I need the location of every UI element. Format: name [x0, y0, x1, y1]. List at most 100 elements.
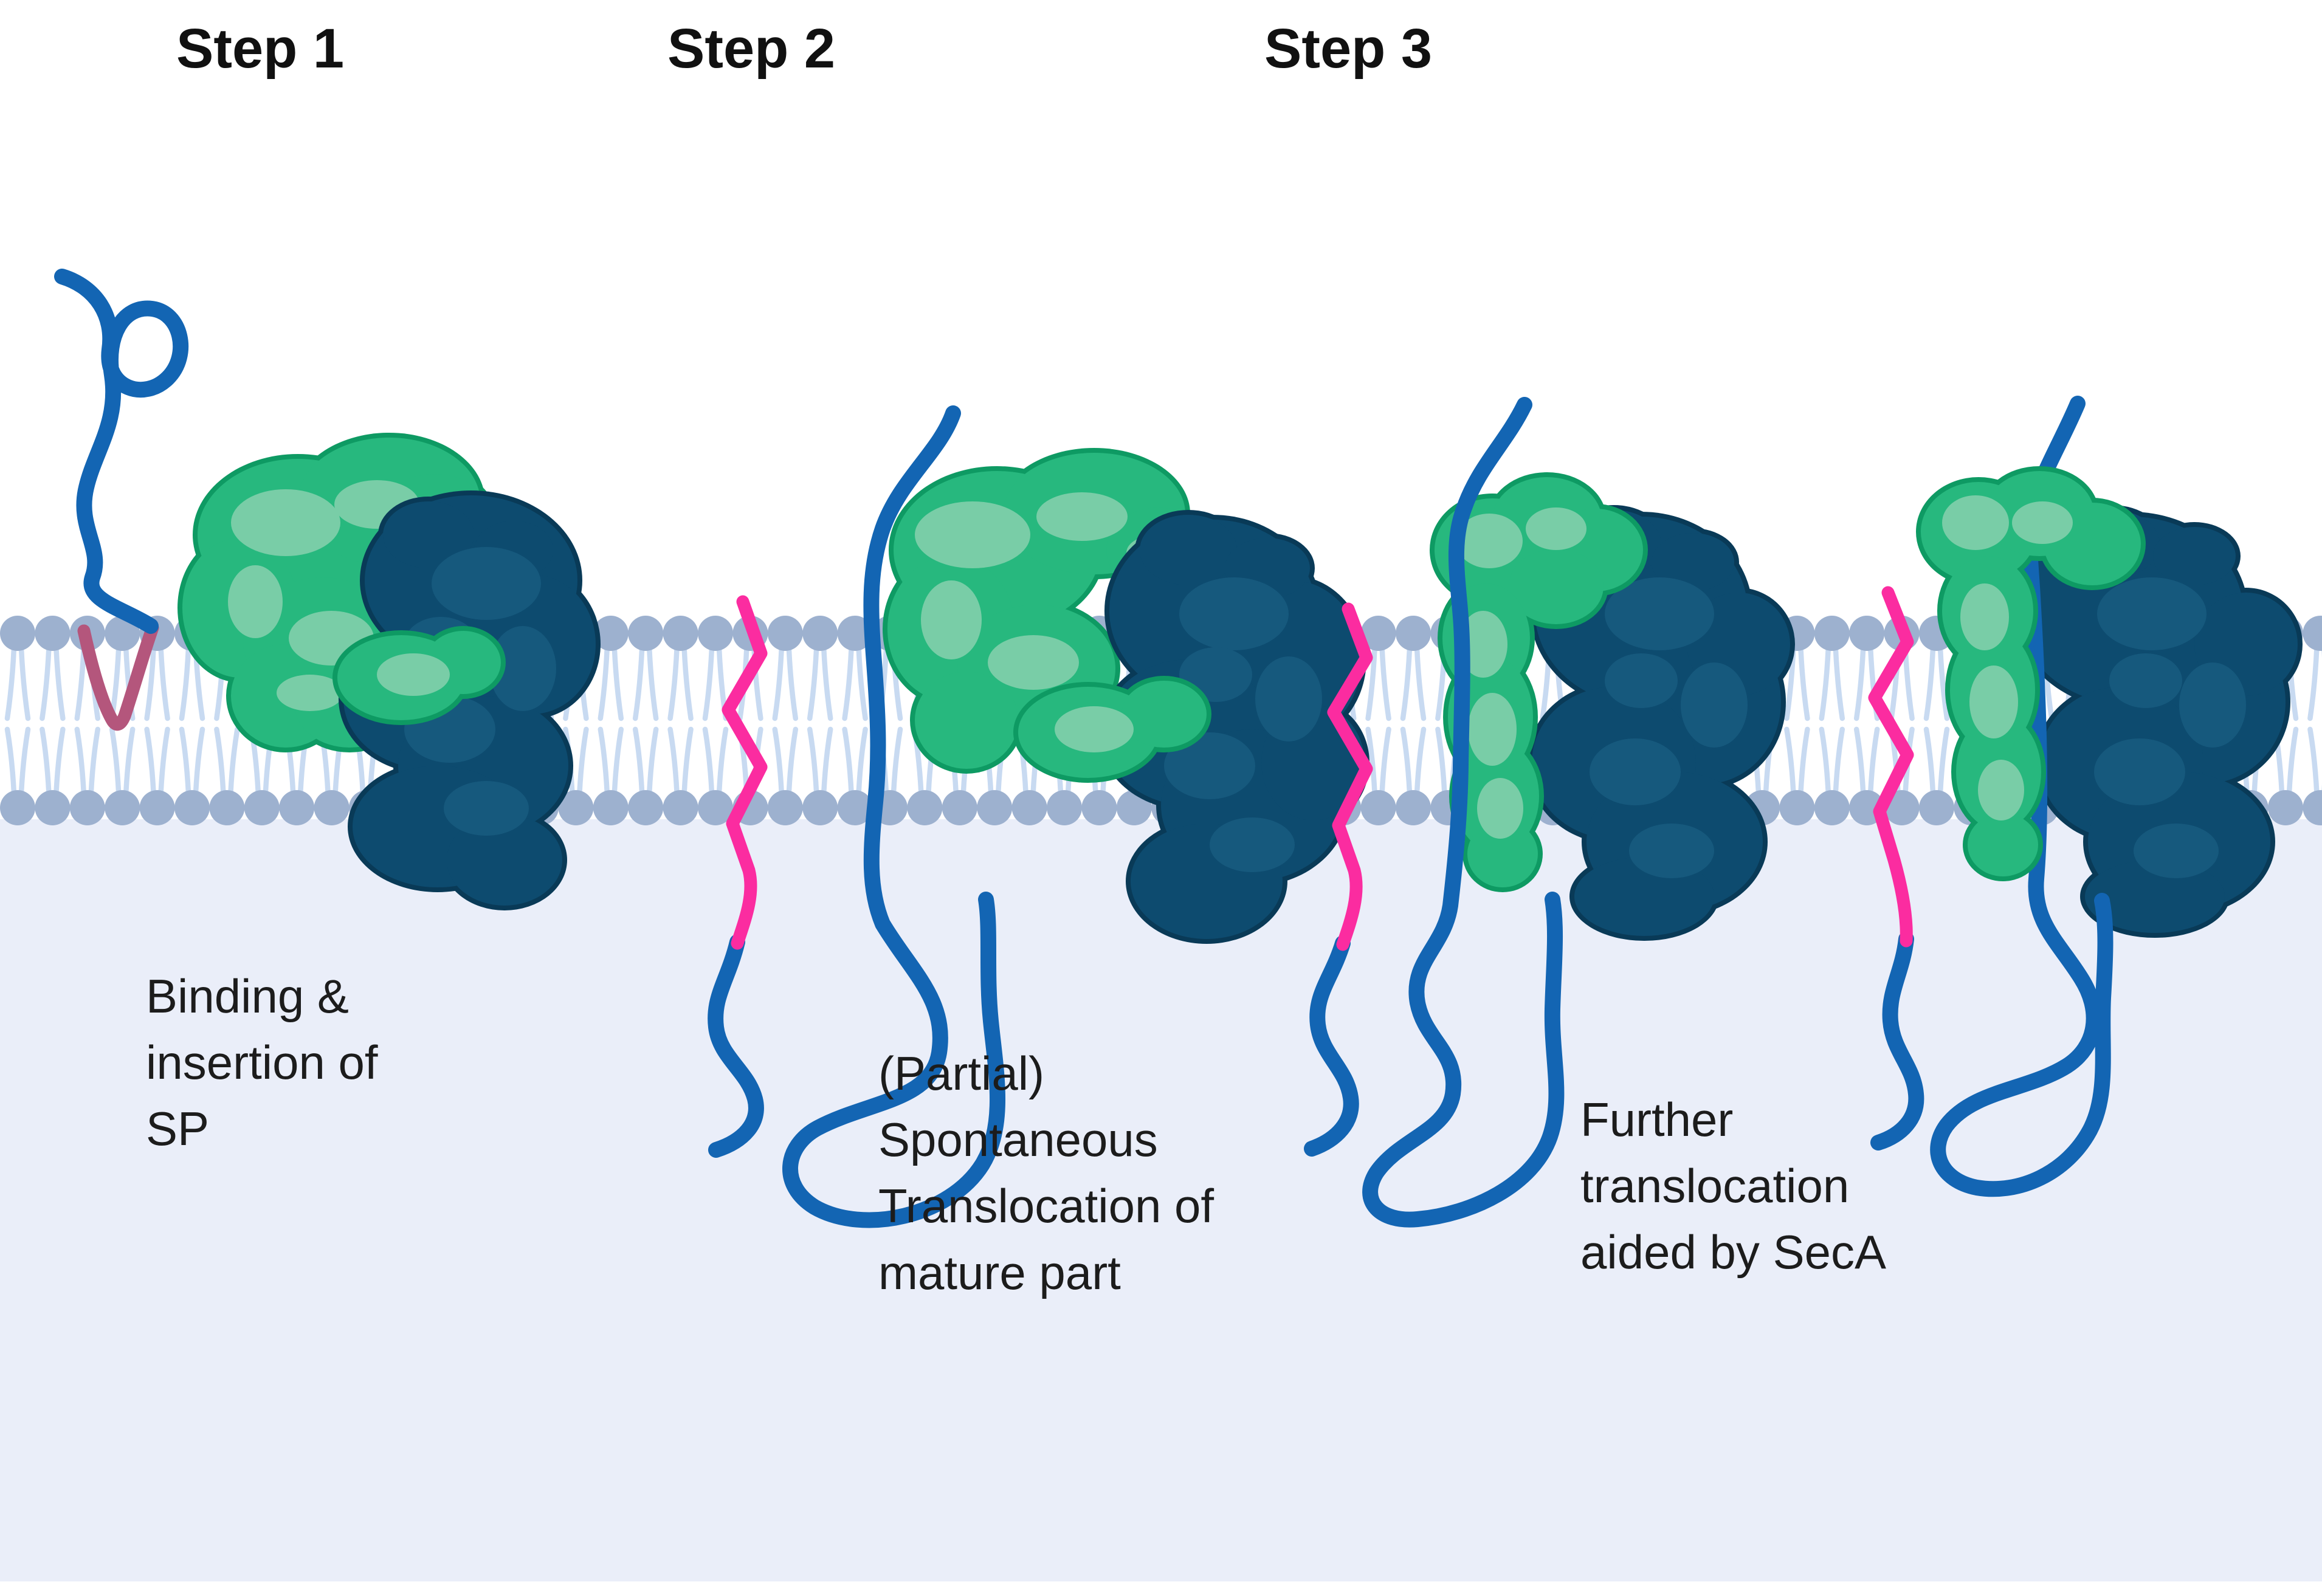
lipid-tail [632, 726, 645, 796]
lipid-tail [646, 645, 659, 721]
navy-channel-highlight [1681, 662, 1748, 748]
lipid-head [1849, 616, 1885, 651]
lipid-tail [612, 726, 624, 796]
lipid-tail [74, 726, 87, 796]
lipid-tail [40, 726, 52, 796]
lipid-tail [1798, 645, 1810, 721]
lipid-head [802, 616, 838, 651]
lipid-tail [807, 645, 819, 721]
lipid-tail [667, 645, 680, 721]
step-2-label: Step 2 [667, 18, 836, 80]
lipid-head [35, 616, 71, 651]
lipid-head [628, 790, 664, 825]
step-3-caption: Further translocation aided by SecA [1580, 1093, 1887, 1279]
lipid-tail [842, 726, 854, 796]
protein-complex-step2 [883, 448, 1369, 944]
lipid-tail [144, 645, 156, 721]
lipid-tail [1937, 726, 1950, 796]
lipid-tail [1853, 726, 1866, 796]
navy-channel-highlight [1179, 577, 1289, 650]
lipid-tail [786, 645, 799, 721]
green-subunit-body [1509, 549, 1604, 624]
lipid-tail [598, 645, 610, 721]
lipid-tail [179, 726, 191, 796]
lipid-tail [1853, 645, 1866, 721]
navy-channel-highlight [1210, 817, 1295, 872]
navy-channel-body [2085, 860, 2225, 933]
navy-channel-highlight [489, 626, 556, 711]
lipid-head [837, 790, 873, 825]
lipid-tail [702, 645, 715, 721]
lipid-tail [1365, 726, 1377, 796]
lipid-tail [1923, 726, 1936, 796]
signal-peptide-step1-maroon-V [77, 621, 159, 731]
green-subunit-body [915, 672, 1018, 769]
lipid-head [209, 790, 245, 825]
lipid-tail [214, 726, 226, 796]
lipid-tail [40, 645, 52, 721]
lipid-tail [53, 645, 66, 721]
lipid-head [279, 790, 315, 825]
lipid-head [2303, 790, 2322, 825]
green-subunit-highlight [277, 675, 343, 711]
signal-peptide-step2 [722, 595, 768, 950]
lipid-tail [1903, 645, 1915, 721]
lipid-tail [1379, 645, 1391, 721]
lipid-head [663, 616, 698, 651]
step-1-caption: Binding & insertion of SP [146, 969, 378, 1156]
green-subunit-body [1968, 813, 2038, 876]
lipid-tail [842, 645, 854, 721]
lipid-head [1360, 790, 1396, 825]
lipid-tail [1784, 726, 1796, 796]
lipid-head [1360, 616, 1396, 651]
navy-channel-highlight [1255, 656, 1322, 741]
green-subunit-highlight [1978, 760, 2024, 820]
lipid-head [593, 616, 629, 651]
step-1-label: Step 1 [176, 18, 345, 80]
lipid-head [1884, 790, 1920, 825]
navy-channel-highlight [2134, 824, 2219, 878]
protein-complex-step3a [1430, 472, 1795, 941]
green-subunit-highlight [915, 501, 1030, 568]
protein-complex-step3b-green-subunit [1916, 466, 2146, 881]
lipid-head [1814, 616, 1850, 651]
green-subunit-highlight [228, 565, 283, 638]
green-subunit-highlight [1960, 583, 2009, 650]
lipid-head [663, 790, 698, 825]
lipid-tail [612, 645, 624, 721]
lipid-head [69, 790, 105, 825]
navy-channel-body [1140, 515, 1237, 585]
lipid-head [767, 790, 803, 825]
polypeptide-chain-step3b-tail [1870, 931, 1924, 1151]
lipid-tail [681, 645, 694, 721]
lipid-head [837, 616, 873, 651]
lipid-tail [53, 726, 66, 796]
polypeptide-chain-step2 [782, 405, 1005, 1228]
lipid-tail [228, 726, 240, 796]
lipid-head [1919, 790, 1954, 825]
polypeptide-chain-step2-tail [708, 934, 764, 1158]
lipid-head [698, 616, 733, 651]
lipid-head [35, 790, 71, 825]
lipid-tail [702, 726, 715, 796]
lipid-tail [2307, 645, 2320, 721]
navy-channel-highlight [1605, 653, 1678, 708]
lipid-tail [1923, 645, 1936, 721]
lipid-head [767, 616, 803, 651]
lipid-head [174, 790, 210, 825]
lipid-head [977, 790, 1013, 825]
polypeptide-chain-step1 [54, 269, 189, 634]
lipid-head [1779, 790, 1815, 825]
lipid-head [314, 790, 350, 825]
green-subunit-highlight [1477, 778, 1523, 839]
lipid-tail [1435, 726, 1447, 796]
step-3-label: Step 3 [1264, 18, 1433, 80]
lipid-tail [1798, 726, 1810, 796]
lipid-tail [646, 726, 659, 796]
lipid-head [942, 790, 977, 825]
lipid-head [1047, 790, 1082, 825]
polypeptide-chain-step3a-tail [1304, 935, 1359, 1157]
lipid-tail [821, 726, 833, 796]
lipid-tail [88, 726, 101, 796]
lipid-tail [632, 645, 645, 721]
